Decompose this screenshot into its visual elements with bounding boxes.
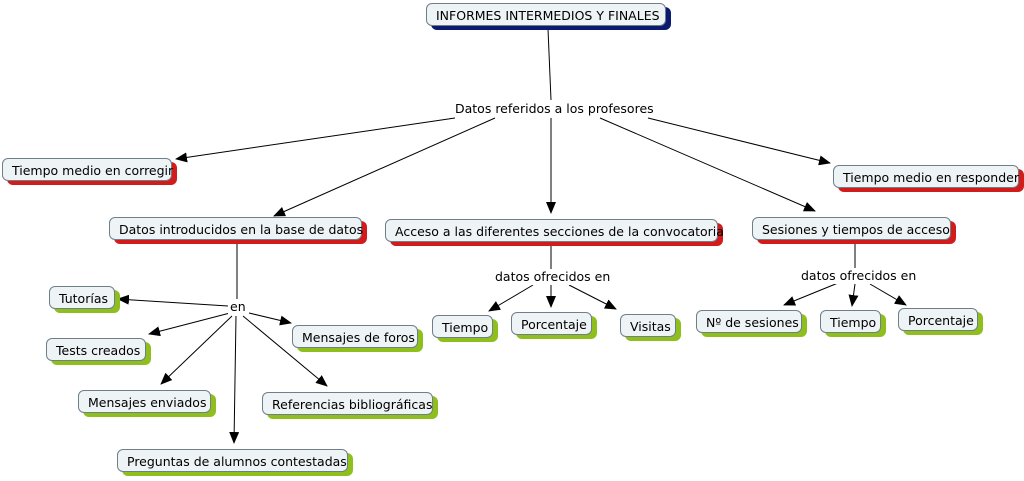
node-datos-introducidos[interactable]: Datos introducidos en la base de datos — [109, 217, 363, 240]
arrow-en-tests — [148, 312, 231, 337]
node-acceso-tiempo[interactable]: Tiempo — [432, 315, 493, 338]
node-tiempo-corregir[interactable]: Tiempo medio en corregir — [2, 158, 173, 181]
node-sesiones-tiempo[interactable]: Tiempo — [820, 310, 881, 333]
linking-en: en — [228, 299, 248, 315]
root-node[interactable]: INFORMES INTERMEDIOS Y FINALES — [426, 3, 666, 26]
node-mensajes-foros[interactable]: Mensajes de foros — [292, 325, 418, 348]
arrow-ofrecidos-visitas — [568, 284, 617, 310]
line-root-hub — [547, 28, 552, 101]
arrow-hub-responder — [647, 117, 831, 166]
arrow-hub-sesiones — [599, 117, 816, 212]
linking-datos-ofrecidos-acceso: datos ofrecidos en — [493, 269, 613, 285]
arrow-hub-corregir — [175, 117, 456, 163]
arrow-en-mensajes-enviados — [160, 315, 233, 385]
node-sesiones-tiempos[interactable]: Sesiones y tiempos de acceso — [752, 217, 951, 240]
node-tests-creados[interactable]: Tests creados — [46, 338, 146, 361]
node-mensajes-enviados[interactable]: Mensajes enviados — [78, 390, 211, 413]
arrow-ofrecidos-tiempo — [488, 284, 534, 312]
arrow-en-referencias — [242, 315, 328, 387]
arrow-en-preguntas — [229, 315, 240, 444]
arrow-ofrecidos-porcentaje-2 — [869, 283, 907, 306]
arrow-en-foros — [248, 312, 292, 326]
node-preguntas-contestadas[interactable]: Preguntas de alumnos contestadas — [117, 449, 348, 472]
arrow-ofrecidos-tiempo-2 — [848, 283, 859, 307]
node-referencias[interactable]: Referencias bibliográficas — [262, 392, 433, 415]
arrow-ofrecidos-nsesiones — [783, 282, 839, 306]
node-acceso-visitas[interactable]: Visitas — [620, 314, 676, 337]
node-sesiones-porcentaje[interactable]: Porcentaje — [898, 308, 978, 331]
node-tiempo-responder[interactable]: Tiempo medio en responder — [833, 165, 1019, 188]
node-acceso-porcentaje[interactable]: Porcentaje — [511, 312, 592, 335]
arrow-en-tutorias — [117, 294, 229, 307]
node-acceso-secciones[interactable]: Acceso a las diferentes secciones de la … — [385, 219, 724, 242]
node-num-sesiones[interactable]: Nº de sesiones — [696, 310, 802, 333]
node-tutorias[interactable]: Tutorías — [49, 286, 115, 309]
linking-datos-ofrecidos-sesiones: datos ofrecidos en — [799, 268, 919, 284]
arrow-hub-datos — [273, 117, 496, 217]
hub-label: Datos referidos a los profesores — [453, 101, 656, 117]
